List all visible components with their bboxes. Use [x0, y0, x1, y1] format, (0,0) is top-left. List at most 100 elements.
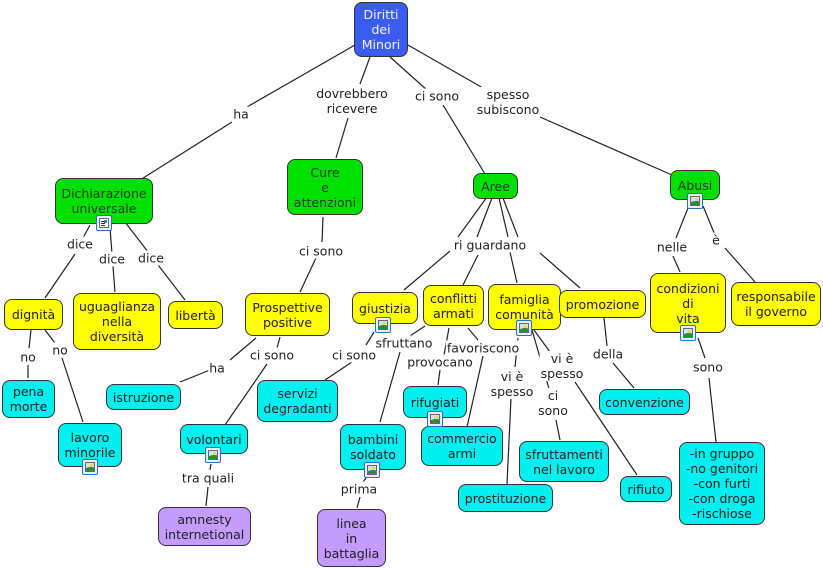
link-label-riguardano: ri guardano: [452, 237, 528, 253]
concept-famiglia-comunita[interactable]: famiglia comunità: [488, 284, 561, 330]
connector: [509, 251, 518, 284]
concept-pena-morte[interactable]: pena morte: [2, 380, 55, 418]
concept-responsabile-il-governo[interactable]: responsabile il governo: [731, 282, 821, 326]
concept-bambini-soldato[interactable]: bambini soldato: [340, 424, 406, 470]
concept-diritti-dei-minori[interactable]: Diritti dei Minori: [354, 2, 408, 57]
concept-conflitti-armati[interactable]: conflitti armati: [423, 285, 484, 326]
link-label-dice: dice: [137, 250, 165, 266]
concept-lavoro-minorile[interactable]: lavoro minorile: [58, 423, 122, 467]
image-icon[interactable]: [687, 193, 703, 209]
link-label-nelle: nelle: [655, 239, 689, 255]
concept-commercio-armi[interactable]: commercio armi: [421, 426, 503, 466]
concept-prostituzione[interactable]: prostituzione: [458, 484, 553, 512]
concept-promozione[interactable]: promozione: [559, 290, 646, 318]
connector: [702, 205, 716, 236]
connector: [321, 216, 324, 243]
connector: [139, 121, 233, 181]
concept-condizioni-di-vita[interactable]: condizioni di vita: [650, 273, 726, 333]
connector: [362, 477, 367, 483]
concept-rifugiati[interactable]: rifugiati: [403, 386, 467, 418]
document-icon[interactable]: [96, 215, 112, 231]
connector: [324, 361, 353, 381]
connector: [82, 224, 91, 239]
connector: [555, 419, 561, 441]
connector: [403, 250, 451, 291]
connector: [205, 486, 209, 507]
connector: [389, 56, 428, 91]
connector: [502, 197, 519, 238]
link-label-no: no: [19, 349, 37, 365]
link-label-della: della: [591, 346, 625, 362]
connector: [246, 44, 356, 108]
connector: [603, 317, 608, 347]
concept-servizi-degradanti[interactable]: servizi degradanti: [257, 380, 338, 422]
connector: [539, 252, 581, 289]
concept-amnesty-internetional[interactable]: amnesty internetional: [158, 507, 251, 546]
concept-rifiuto[interactable]: rifiuto: [620, 476, 672, 502]
connector: [209, 463, 212, 471]
concept-cure-e-attenzioni[interactable]: Cure e attenzioni: [287, 159, 363, 215]
concept-sfruttamenti-nel-lavoro[interactable]: sfruttamenti nel lavoro: [519, 441, 609, 482]
concept-aree[interactable]: Aree: [473, 173, 518, 199]
connector: [539, 116, 673, 176]
link-label-ha: ha: [232, 106, 250, 122]
concept-prospettive-positive[interactable]: Prospettive positive: [245, 293, 330, 336]
connector: [335, 117, 349, 159]
link-label-vi-e-spesso: vi è spesso: [539, 351, 585, 381]
connector: [299, 257, 317, 293]
image-icon[interactable]: [205, 447, 221, 463]
link-label-ci-sono: ci sono: [537, 388, 569, 418]
connector: [574, 381, 638, 476]
link-label-spesso-subiscono: spesso subiscono: [475, 87, 541, 117]
link-label-no: no: [51, 342, 69, 358]
connector: [179, 369, 211, 383]
connector: [672, 255, 681, 273]
connector: [437, 369, 441, 386]
connector: [229, 337, 257, 361]
link-label-sfruttano: sfruttano: [374, 335, 434, 351]
connector: [379, 351, 401, 423]
connector: [708, 377, 717, 443]
link-label-prima: prima: [339, 481, 379, 497]
link-label-dice: dice: [66, 236, 94, 252]
connector: [44, 329, 56, 344]
connector: [506, 397, 512, 485]
link-label-favoriscono: favoriscono: [445, 340, 521, 356]
concept-istruzione[interactable]: istruzione: [106, 384, 181, 410]
link-label-tra-quali: tra quali: [180, 470, 236, 486]
concept-uguaglianza[interactable]: uguaglianza nella diversità: [73, 293, 161, 350]
image-icon[interactable]: [427, 411, 443, 427]
concept-linea-in-battaglia[interactable]: linea in battaglia: [317, 509, 386, 567]
connector: [409, 325, 426, 337]
link-label-ha: ha: [208, 360, 226, 376]
connector: [476, 197, 493, 238]
concept-dignita[interactable]: dignità: [4, 299, 63, 330]
image-icon[interactable]: [82, 459, 98, 475]
link-label-dovrebbero-ricevere: dovrebbero ricevere: [315, 86, 389, 116]
concept-condizioni-elenco[interactable]: -in gruppo -no genitori -con furti -con …: [679, 442, 765, 525]
concept-liberta[interactable]: libertà: [168, 301, 223, 329]
image-icon[interactable]: [516, 320, 532, 336]
concept-convenzione[interactable]: convenzione: [599, 389, 690, 415]
connector: [224, 363, 268, 426]
connector: [359, 56, 371, 85]
link-label-vi-e-spesso: vi è spesso: [489, 369, 535, 399]
link-label-ci-sono: ci sono: [330, 347, 378, 363]
connector: [276, 336, 281, 349]
image-icon[interactable]: [364, 462, 380, 478]
connector: [675, 207, 689, 239]
connector: [365, 331, 375, 346]
connector: [356, 496, 361, 509]
connector: [533, 329, 551, 353]
connector: [612, 362, 635, 389]
image-icon[interactable]: [680, 325, 696, 341]
link-label-ci-sono: ci sono: [248, 347, 296, 363]
link-label-ci-sono: ci sono: [413, 88, 461, 104]
connector: [462, 254, 479, 286]
image-icon[interactable]: [375, 317, 391, 333]
concept-dichiarazione-universale[interactable]: Dichiarazione universale: [55, 178, 153, 224]
link-label-provocano: provocano: [406, 354, 474, 370]
connector: [407, 44, 484, 89]
